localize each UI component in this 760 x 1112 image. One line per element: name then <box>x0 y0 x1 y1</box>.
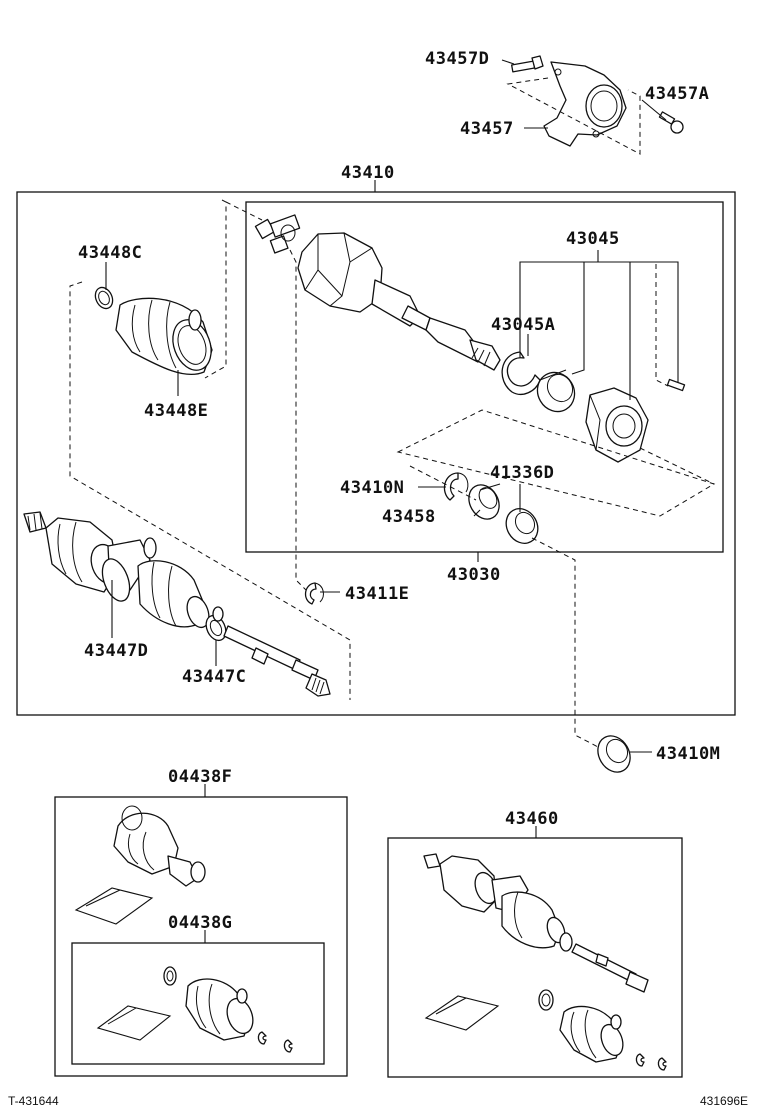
boot-kit-frame <box>54 796 348 1077</box>
label-43458: 43458 <box>382 507 436 527</box>
label-43460: 43460 <box>505 809 559 829</box>
kit-grease-pack-2 <box>96 1005 172 1041</box>
kit-shaft-assembly <box>423 853 649 993</box>
label-43410N: 43410N <box>340 478 404 498</box>
tripod-joint <box>254 214 301 254</box>
bearing-housing <box>585 387 649 463</box>
bracket-bolt-right <box>658 111 684 134</box>
outer-boot-large-clamp <box>188 309 202 331</box>
label-43410: 43410 <box>341 163 395 183</box>
label-43447D: 43447D <box>84 641 148 661</box>
inner-boot-kit-frame <box>71 942 325 1065</box>
label-04438G: 04438G <box>168 913 232 933</box>
kit-grease-pack-1 <box>74 887 154 925</box>
label-43045A: 43045A <box>491 315 555 335</box>
label-43030: 43030 <box>447 565 501 585</box>
oil-seal-43410M <box>597 735 631 773</box>
outer-boot-small-clamp <box>94 286 114 310</box>
inboard-joint-housing <box>297 232 431 331</box>
label-43448E: 43448E <box>144 401 208 421</box>
bearing-bracket <box>543 61 627 147</box>
outer-boot <box>115 297 213 376</box>
dust-deflector-41336D <box>505 508 539 544</box>
footer-left-code: T-431644 <box>8 1094 59 1108</box>
snap-ring-43045A <box>501 351 541 395</box>
inboard-joint-subframe <box>245 201 724 553</box>
label-43457D: 43457D <box>425 49 489 69</box>
kit-inner-boot <box>163 966 293 1053</box>
inboard-shaft <box>425 317 501 371</box>
label-43457: 43457 <box>460 119 514 139</box>
bracket-bolt-left <box>510 55 544 73</box>
kit-outer-boot <box>113 805 206 887</box>
label-41336D: 41336D <box>490 463 554 483</box>
drive-shaft-assembly-frame <box>16 191 736 716</box>
snap-ring-43411E <box>304 582 324 605</box>
label-04438F: 04438F <box>168 767 232 787</box>
label-43447C: 43447C <box>182 667 246 687</box>
drive-shaft-bar <box>223 625 331 697</box>
footer-right-code: 431696E <box>700 1094 748 1108</box>
boot-clamp-43447C <box>205 606 227 642</box>
outboard-cv-joint <box>23 511 210 629</box>
label-43457A: 43457A <box>645 84 709 104</box>
kit-boot-43460 <box>538 989 667 1071</box>
kit-grease-pack-3 <box>424 995 500 1031</box>
label-43448C: 43448C <box>78 243 142 263</box>
label-43411E: 43411E <box>345 584 409 604</box>
bearing-43458 <box>468 484 500 520</box>
snap-ring-43410N <box>443 472 469 501</box>
bearing-pin <box>666 378 686 392</box>
bearing-inner-race <box>536 369 576 413</box>
label-43045: 43045 <box>566 229 620 249</box>
label-43410M: 43410M <box>656 744 720 764</box>
shaft-assembly-kit-frame <box>387 837 683 1078</box>
